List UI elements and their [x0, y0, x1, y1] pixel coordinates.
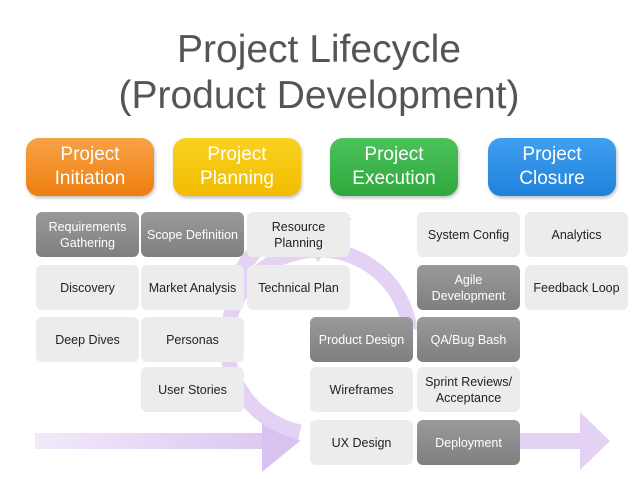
phase-initiation-line2: Initiation [54, 168, 126, 189]
task-ux-design: UX Design [310, 420, 413, 465]
phase-planning-line2: Planning [200, 168, 274, 189]
phase-execution-line1: Project [364, 144, 424, 165]
task-qa-bug-bash: QA/Bug Bash [417, 317, 520, 362]
phase-closure: Project Closure [488, 138, 616, 196]
phase-initiation-line1: Project [60, 144, 120, 165]
phase-planning-line1: Project [207, 144, 267, 165]
task-scope-definition: Scope Definition [141, 212, 244, 257]
phase-closure-line2: Closure [519, 168, 585, 189]
task-wireframes: Wireframes [310, 367, 413, 412]
task-feedback-loop: Feedback Loop [525, 265, 628, 310]
task-requirements-gathering: Requirements Gathering [36, 212, 139, 257]
phase-execution-line2: Execution [352, 168, 436, 189]
right-flow-arrow [500, 412, 610, 470]
task-technical-plan: Technical Plan [247, 265, 350, 310]
task-discovery: Discovery [36, 265, 139, 310]
task-personas: Personas [141, 317, 244, 362]
task-agile-development: Agile Development [417, 265, 520, 310]
task-user-stories: User Stories [141, 367, 244, 412]
task-analytics: Analytics [525, 212, 628, 257]
task-deep-dives: Deep Dives [36, 317, 139, 362]
task-system-config: System Config [417, 212, 520, 257]
phase-initiation: Project Initiation [26, 138, 154, 196]
phase-closure-line1: Project [522, 144, 582, 165]
task-sprint-reviews: Sprint Reviews/ Acceptance [417, 367, 520, 412]
task-resource-planning: Resource Planning [247, 212, 350, 257]
task-deployment: Deployment [417, 420, 520, 465]
title-line-2: (Product Development) [118, 74, 520, 117]
phase-execution: Project Execution [330, 138, 458, 196]
phase-planning: Project Planning [173, 138, 301, 196]
task-product-design: Product Design [310, 317, 413, 362]
task-market-analysis: Market Analysis [141, 265, 244, 310]
title-line-1: Project Lifecycle [177, 28, 461, 71]
